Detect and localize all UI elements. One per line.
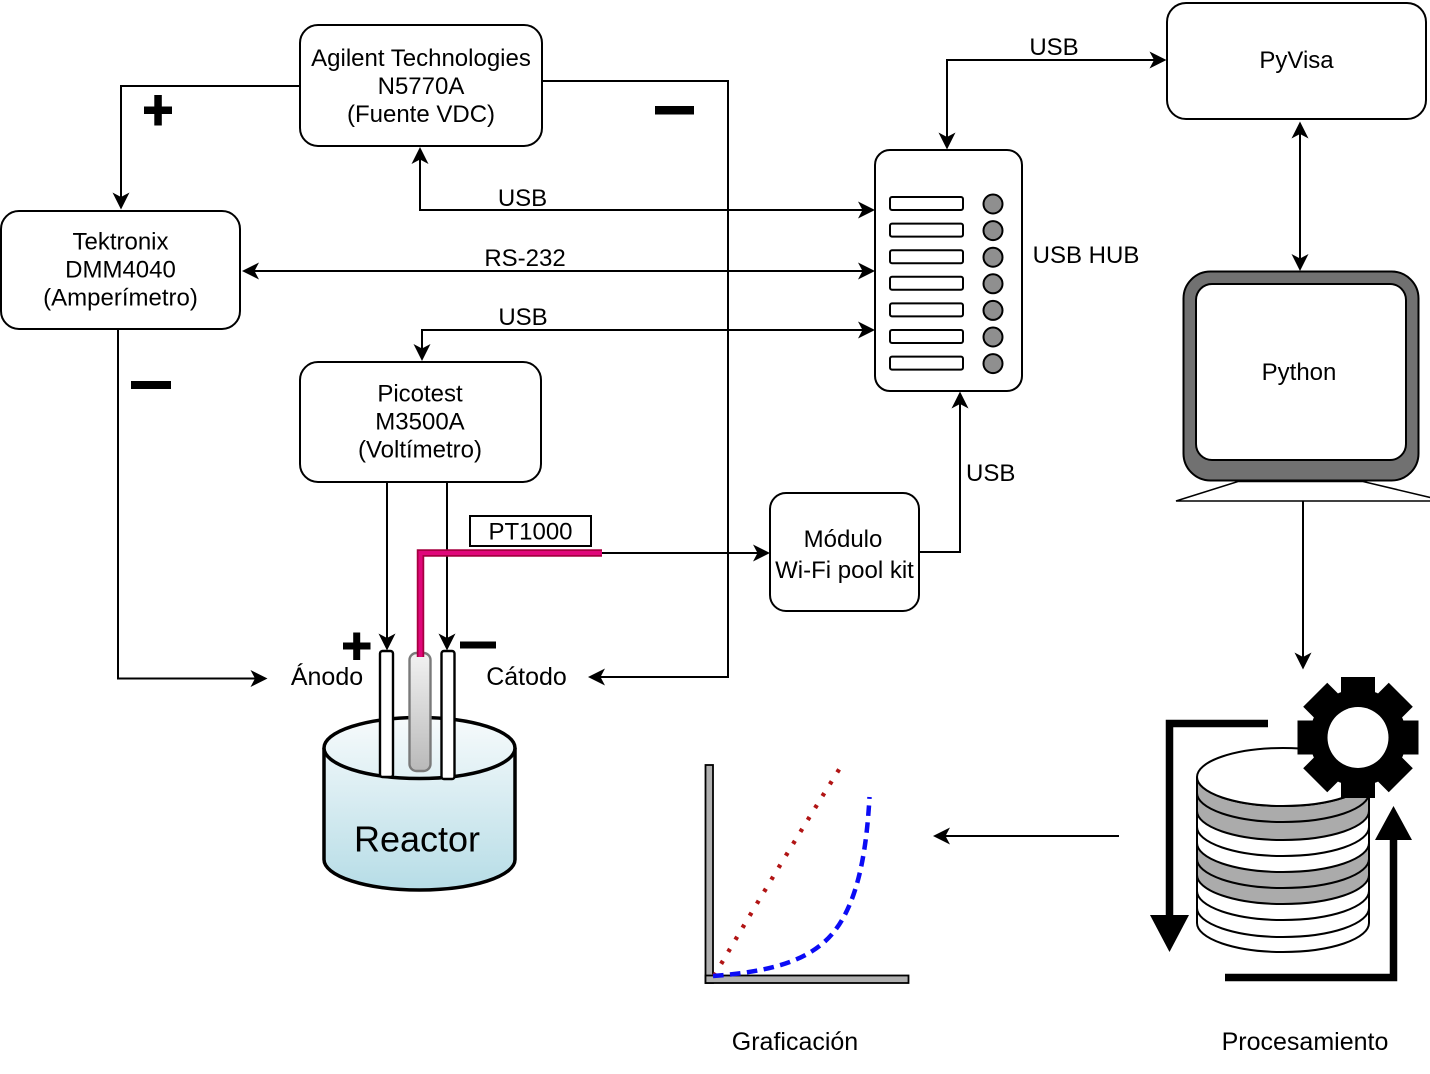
- svg-text:USB: USB: [966, 460, 1015, 487]
- svg-text:DMM4040: DMM4040: [65, 257, 176, 284]
- svg-text:Ánodo: Ánodo: [291, 662, 363, 691]
- svg-text:M3500A: M3500A: [375, 409, 464, 436]
- svg-text:N5770A: N5770A: [378, 73, 465, 100]
- svg-text:(Voltímetro): (Voltímetro): [358, 437, 482, 464]
- svg-text:Picotest: Picotest: [377, 381, 463, 408]
- svg-text:Reactor: Reactor: [354, 819, 480, 860]
- svg-text:(Fuente VDC): (Fuente VDC): [347, 101, 495, 128]
- svg-text:USB: USB: [498, 304, 547, 331]
- svg-text:Agilent Technologies: Agilent Technologies: [311, 45, 531, 72]
- svg-text:USB HUB: USB HUB: [1033, 242, 1140, 269]
- svg-text:USB: USB: [1029, 34, 1078, 61]
- svg-text:Cátodo: Cátodo: [486, 663, 567, 691]
- svg-text:PT1000: PT1000: [488, 519, 572, 546]
- svg-text:Graficación: Graficación: [732, 1028, 858, 1056]
- svg-text:Wi-Fi pool kit: Wi-Fi pool kit: [775, 557, 914, 584]
- svg-text:Python: Python: [1262, 359, 1337, 386]
- svg-text:Módulo: Módulo: [804, 526, 883, 553]
- svg-text:PyVisa: PyVisa: [1259, 47, 1334, 74]
- svg-text:USB: USB: [498, 185, 547, 212]
- svg-text:RS-232: RS-232: [484, 245, 565, 272]
- svg-text:Procesamiento: Procesamiento: [1222, 1028, 1389, 1056]
- svg-text:Tektronix: Tektronix: [72, 229, 168, 256]
- svg-text:(Amperímetro): (Amperímetro): [43, 285, 198, 312]
